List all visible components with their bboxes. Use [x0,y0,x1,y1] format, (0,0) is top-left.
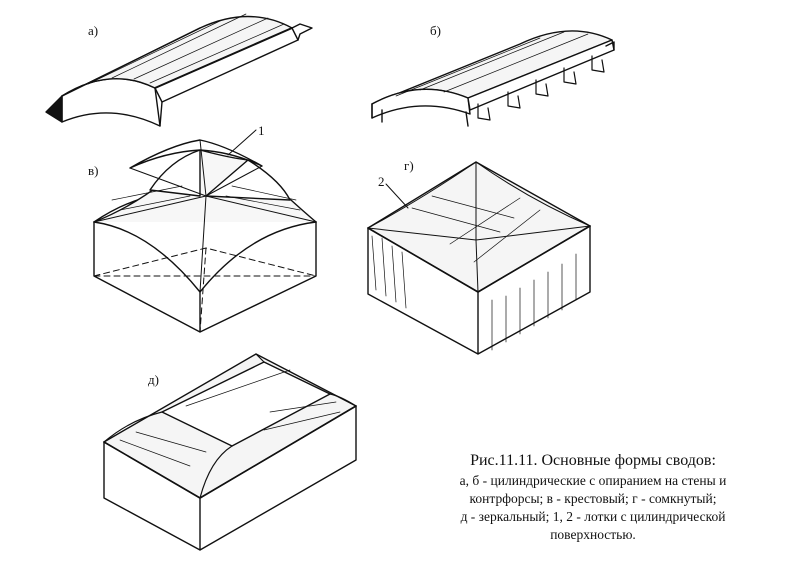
panel-letter-d: д) [148,372,159,387]
panel-letter-v: в) [88,163,99,178]
caption-line-1: а, б - цилиндрические с опиранием на сте… [459,473,727,488]
vault-b-cylindrical-buttresses [372,31,614,126]
callout-2: 2 [378,174,385,189]
callout-1: 1 [258,123,265,138]
caption-title: Рис.11.11. Основные формы сводов: [470,452,716,469]
caption-line-4: поверхностью. [550,527,636,542]
panel-letter-b: б) [430,23,441,38]
vault-c-cross [94,130,316,332]
vault-e-mirror [104,354,356,550]
caption-line-2: контрфорсы; в - крестовый; г - сомкнутый… [469,491,717,506]
vault-a-cylindrical-walls [46,14,312,126]
figure-caption: Рис.11.11. Основные формы сводов: а, б -… [418,452,768,544]
panel-letter-a: а) [88,23,99,38]
panel-letter-g: г) [404,158,414,173]
caption-line-3: д - зеркальный; 1, 2 - лотки с цилиндрич… [460,509,726,524]
vault-d-cloister [368,162,590,354]
